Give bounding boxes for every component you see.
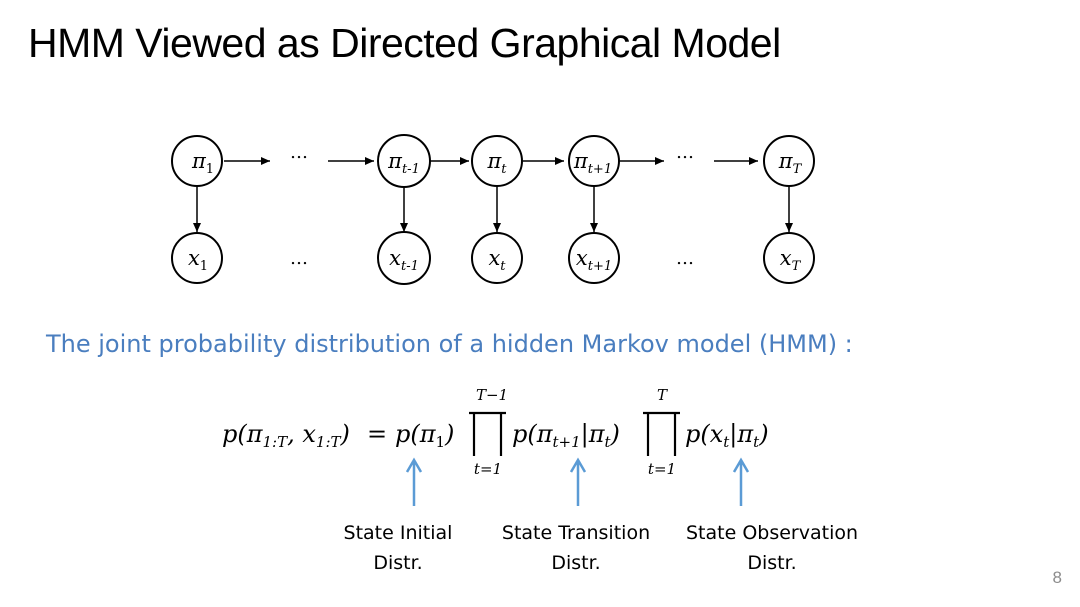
product-symbol-2 <box>643 411 680 456</box>
hidden-node-pi-1: π1 <box>171 135 223 187</box>
observed-node-x-T: xT <box>763 232 815 284</box>
node-base: x <box>488 246 500 270</box>
arrow-up-icon <box>405 457 423 506</box>
formula-transition-term: p(πt+1|πt) <box>512 420 620 451</box>
svg-text:πT: πT <box>778 149 803 177</box>
caption-state-initial: State Initial Distr. <box>340 518 456 578</box>
node-subscript: t-1 <box>402 162 420 177</box>
caption-line: Distr. <box>551 552 601 574</box>
ellipsis-bottom-1: … <box>290 248 308 269</box>
node-subscript: t+1 <box>588 162 612 177</box>
svg-text:x1: x1 <box>188 246 208 274</box>
node-base: π <box>573 149 589 173</box>
observed-node-x-1: x1 <box>171 232 223 284</box>
node-base: π <box>486 149 502 173</box>
node-base: x <box>389 246 401 270</box>
svg-text:xT: xT <box>780 246 802 274</box>
formula-observation-term: p(xt|πt) <box>685 420 769 451</box>
node-subscript: t+1 <box>588 259 612 274</box>
formula-equals: = <box>367 420 387 448</box>
caption-state-transition: State Transition Distr. <box>496 518 656 578</box>
node-base: π <box>778 149 794 173</box>
node-subscript: 1 <box>206 162 214 177</box>
caption-line: Distr. <box>747 552 797 574</box>
svg-text:π1: π1 <box>191 149 214 177</box>
ellipsis-bottom-2: … <box>676 248 694 269</box>
product2-upper-limit: T <box>657 386 668 404</box>
formula-initial-term: p(π1) <box>395 420 454 451</box>
joint-probability-formula: p(π1:T, x1:T) = p(π1) T−1 t=1 p(πt+1|πt)… <box>222 386 769 506</box>
svg-text:xt+1: xt+1 <box>576 246 612 274</box>
node-base: π <box>191 149 207 173</box>
svg-text:πt-1: πt-1 <box>387 149 420 177</box>
product2-lower-limit: t=1 <box>648 460 676 478</box>
page-number: 8 <box>1052 568 1062 587</box>
observed-node-x-t-1: xt-1 <box>377 231 431 285</box>
caption-state-observation: State Observation Distr. <box>680 518 864 578</box>
node-subscript: 1 <box>200 259 208 274</box>
joint-probability-heading: The joint probability distribution of a … <box>46 330 853 358</box>
arrow-up-icon <box>732 457 750 506</box>
node-base: x <box>780 246 792 270</box>
product1-upper-limit: T−1 <box>476 386 508 404</box>
arrow-up-icon <box>569 457 587 506</box>
hidden-node-pi-t: πt <box>471 135 523 187</box>
svg-text:πt: πt <box>486 149 507 177</box>
observed-node-x-t+1: xt+1 <box>568 232 620 284</box>
caption-line: Distr. <box>373 552 423 574</box>
product1-lower-limit: t=1 <box>474 460 502 478</box>
ellipsis-top-2: … <box>676 142 694 163</box>
node-subscript: t <box>501 162 507 177</box>
node-subscript: T <box>792 259 802 274</box>
caption-line: State Observation <box>685 522 859 544</box>
formula-lhs: p(π1:T, x1:T) <box>222 420 350 451</box>
caption-line: State Initial <box>343 522 453 544</box>
hmm-graph: … … … … π1 πt-1 πt πt+1 πT x1 <box>171 134 815 285</box>
svg-text:xt: xt <box>488 246 506 274</box>
node-subscript: t <box>500 259 506 274</box>
observed-node-x-t: xt <box>471 232 523 284</box>
svg-text:πt+1: πt+1 <box>573 149 612 177</box>
node-base: x <box>576 246 588 270</box>
product-symbol-1 <box>469 411 506 456</box>
slide-title: HMM Viewed as Directed Graphical Model <box>28 20 781 66</box>
caption-line: State Transition <box>501 522 651 544</box>
ellipsis-top-1: … <box>290 142 308 163</box>
node-base: x <box>188 246 200 270</box>
svg-text:xt-1: xt-1 <box>389 246 419 274</box>
node-subscript: t-1 <box>401 259 419 274</box>
hidden-node-pi-t+1: πt+1 <box>568 135 620 187</box>
hidden-node-pi-t-1: πt-1 <box>377 134 431 188</box>
node-subscript: T <box>793 162 803 177</box>
hidden-node-pi-T: πT <box>763 135 815 187</box>
node-base: π <box>387 149 403 173</box>
